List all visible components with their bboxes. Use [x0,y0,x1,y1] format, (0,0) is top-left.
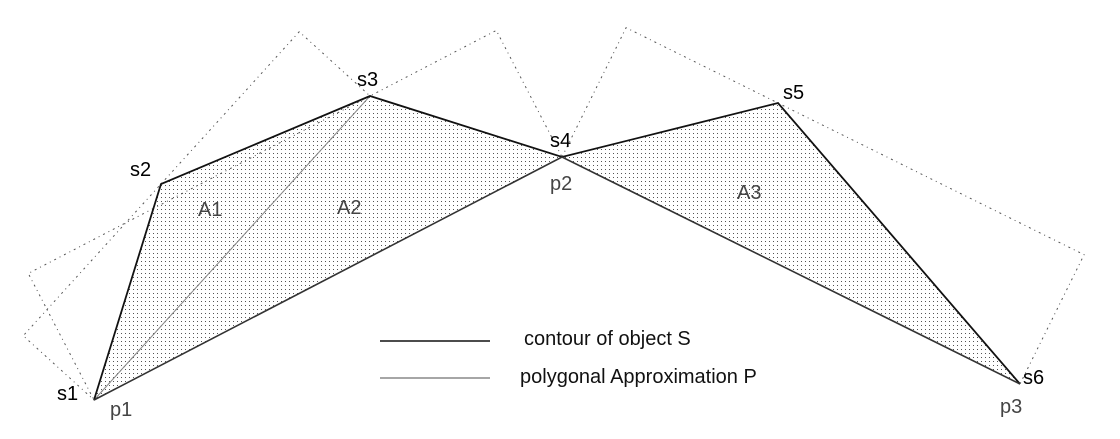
label-a1: A1 [198,199,223,221]
bounding-box-a2 [27,29,563,401]
label-s1: s1 [57,383,79,405]
label-p3: p3 [1000,396,1023,418]
label-s5: s5 [783,82,805,104]
contour-of-object-s [93,95,1021,401]
label-a3: A3 [737,182,762,204]
label-a2: A2 [337,197,362,219]
polygonal-approximation-p [93,156,1021,401]
label-s6: s6 [1023,367,1045,389]
label-p1: p1 [110,399,133,421]
legend-polygon-label: polygonal Approximation P [520,366,757,388]
legend-contour-label: contour of object S [524,328,691,350]
bounding-box-a3 [561,27,1085,385]
label-p2: p2 [550,173,573,195]
label-s4: s4 [550,130,572,152]
bounding-box-a1 [22,31,371,401]
difference-area-fill [94,96,1020,400]
chord-p1-s3 [93,95,371,401]
label-s3: s3 [357,69,379,91]
label-s2: s2 [130,159,152,181]
